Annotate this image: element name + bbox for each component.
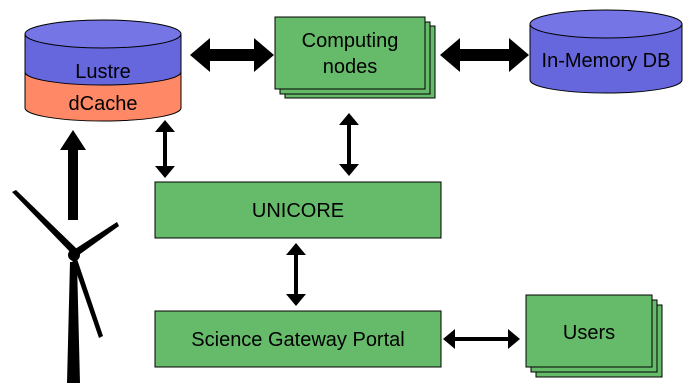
science-gateway-portal-box: Science Gateway Portal <box>154 310 442 368</box>
storage-cylinder: Lustre dCache <box>24 19 182 122</box>
in-memory-db-label: In-Memory DB <box>542 50 671 72</box>
in-memory-db: In-Memory DB <box>529 9 683 94</box>
computing-nodes: Computing nodes <box>274 16 436 99</box>
in-memory-db-top <box>529 9 683 39</box>
users-label: Users <box>563 322 615 344</box>
users: Users <box>525 294 663 378</box>
users-box <box>525 294 653 368</box>
computing-nodes-label-line1: Computing <box>302 30 399 52</box>
lustre-label: Lustre <box>75 61 131 83</box>
unicore-label: UNICORE <box>252 200 344 222</box>
arrow-storage-unicore <box>155 120 175 178</box>
lustre-body <box>24 33 182 86</box>
arrow-portal-users <box>443 329 520 349</box>
arrow-unicore-portal <box>286 243 306 306</box>
science-gateway-portal-label: Science Gateway Portal <box>191 329 404 351</box>
in-memory-db-body <box>529 23 683 94</box>
arrow-source-storage <box>60 130 86 220</box>
storage-top <box>24 19 182 49</box>
arrow-computing-db <box>440 38 529 72</box>
computing-nodes-label-line2: nodes <box>323 56 378 78</box>
dcache-label: dCache <box>69 93 138 115</box>
dcache-body <box>24 71 182 122</box>
computing-nodes-box <box>274 16 426 90</box>
arrow-computing-unicore <box>339 113 359 176</box>
unicore-box: UNICORE <box>154 181 442 239</box>
arrow-storage-computing <box>190 38 274 72</box>
wind-turbine-icon <box>12 190 119 383</box>
